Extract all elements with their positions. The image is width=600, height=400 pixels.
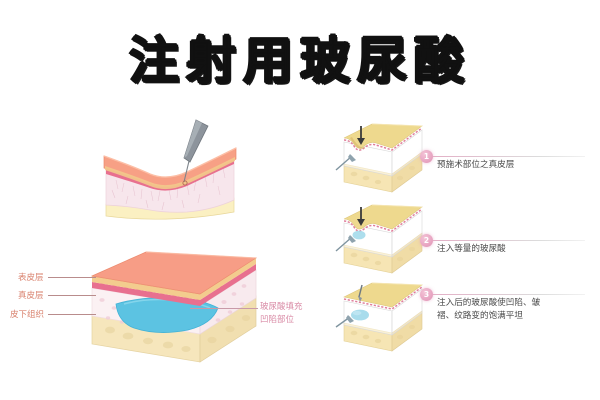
layer-label-epidermis: 表皮层 (18, 273, 44, 283)
step-3-text: 注入后的玻尿酸使凹陷、皱褶、纹路变的饱满平坦 (437, 298, 541, 321)
step3-settled-filler (351, 309, 369, 321)
epidermis-underband (105, 157, 235, 190)
step1-needle-icon (335, 154, 356, 171)
step3-filler-highlight (352, 310, 362, 316)
dermal-junction-band (106, 158, 234, 191)
step3-needle-icon (358, 284, 363, 302)
step-3-diagram (335, 282, 428, 359)
step2-texture (350, 246, 415, 266)
step1-texture (350, 165, 415, 185)
step3-subcutaneous-right (391, 310, 423, 352)
main-skin-block-diagram (72, 251, 272, 372)
subcutaneous-texture (105, 315, 251, 352)
step-3-svg (335, 282, 423, 352)
skin-cross-section-diagram (92, 112, 242, 227)
epidermis-highlight (103, 147, 237, 178)
step2-arrow-icon (357, 207, 365, 226)
step2-top-surface (343, 204, 423, 230)
leader-line-dermis (48, 295, 96, 296)
layer-label-dermis: 真皮层 (18, 291, 44, 301)
skin-cross-section-svg (103, 119, 237, 220)
leader-line-subcutaneous (48, 314, 96, 315)
step3-side-needle-icon (335, 315, 354, 328)
filler-callout-line1: 玻尿酸填充 (260, 302, 303, 312)
dermal-band-3d (92, 264, 256, 306)
step3-dermal-band (343, 286, 423, 310)
step-2-svg (335, 204, 423, 274)
step-2-text: 注入等量的玻尿酸 (437, 244, 506, 254)
step-1-underline (433, 156, 585, 157)
step1-dermal-band (343, 127, 423, 151)
step-2-diagram (335, 204, 428, 281)
step-1-badge: 1 (420, 150, 433, 163)
main-skin-block-svg (90, 251, 258, 363)
leader-line-epidermis (48, 277, 96, 278)
step-1-diagram (335, 123, 428, 200)
dermal-papillae (99, 270, 249, 304)
step3-texture (350, 324, 415, 344)
epidermis-top-edge (91, 275, 201, 295)
step-2-underline (433, 240, 585, 241)
step2-injected-filler (352, 230, 366, 240)
step-2-badge: 2 (420, 234, 433, 247)
step1-depression-shadow (350, 137, 366, 150)
step-3-underline (433, 294, 585, 295)
step-3-badge: 3 (420, 288, 433, 301)
step3-dermis-right (391, 288, 423, 336)
step1-subcutaneous-right (391, 151, 423, 193)
filler-callout-line2: 凹陷部位 (260, 315, 295, 325)
step1-arrow-icon (357, 126, 365, 145)
step2-needle-icon (335, 235, 356, 252)
page-title: 注射用玻尿酸 (129, 32, 471, 90)
step2-top-highlight (371, 204, 423, 208)
step2-subcutaneous-right (391, 232, 423, 274)
epidermis-underlayer-3d (92, 258, 256, 300)
epidermis-top-highlight (145, 251, 257, 259)
layer-label-subcutaneous: 皮下组织 (10, 310, 45, 320)
step-1-text: 预施术部位之真皮层 (437, 160, 515, 170)
step3-top-highlight (371, 282, 423, 286)
needle-icon (182, 119, 209, 186)
leader-line-filler-callout (190, 308, 258, 309)
step1-top-highlight (371, 123, 423, 127)
step-1-svg (335, 123, 423, 193)
